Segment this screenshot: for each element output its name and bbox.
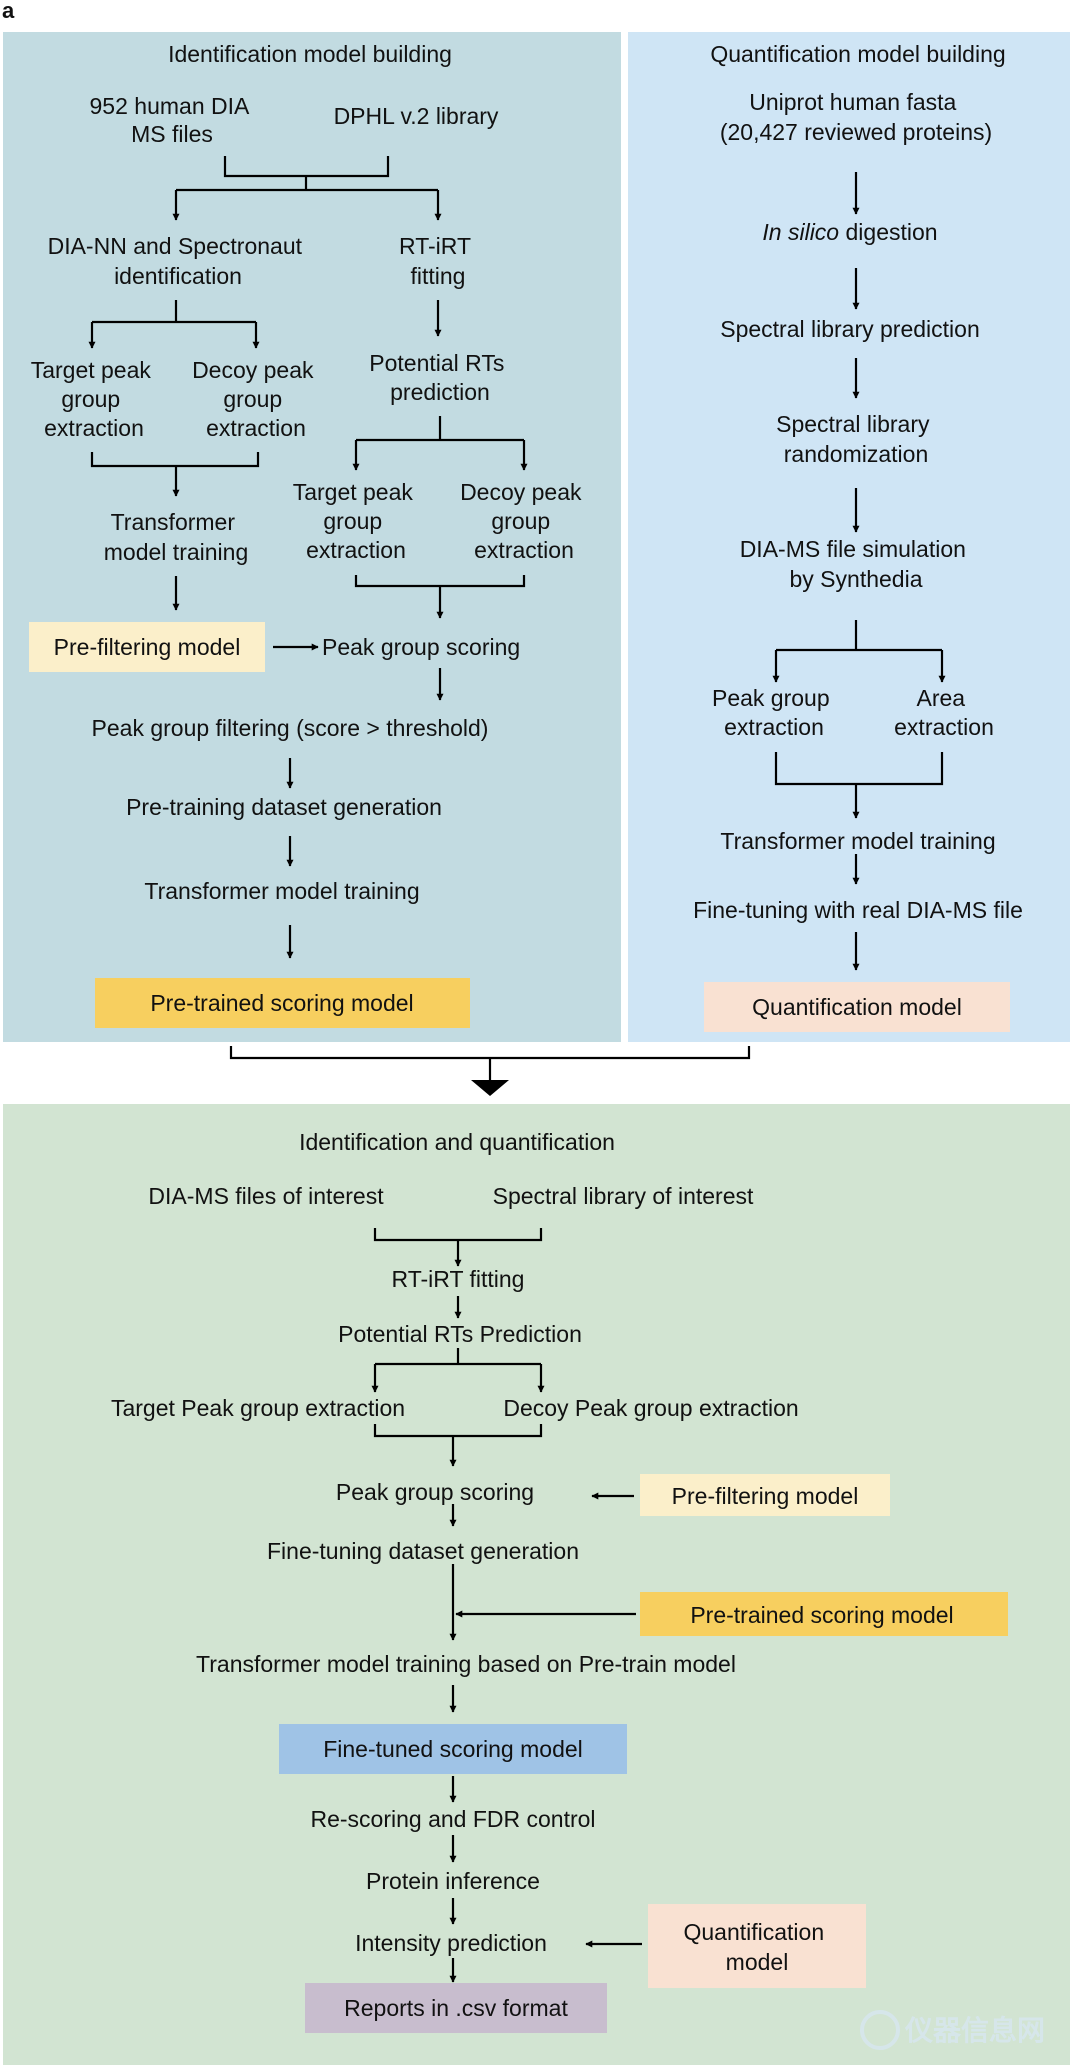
- combined-decoy-label: Decoy Peak group extraction: [503, 1395, 798, 1421]
- finetuned-model-label: Fine-tuned scoring model: [323, 1736, 583, 1762]
- target-right-label: Target peak group extraction: [293, 479, 420, 563]
- combined-title: Identification and quantification: [299, 1129, 615, 1155]
- combined-quant-label: Quantification model: [683, 1919, 830, 1975]
- quant-model-label: Quantification model: [752, 994, 962, 1020]
- pretrain-dataset-label: Pre-training dataset generation: [126, 794, 442, 820]
- combined-panel: [3, 1104, 1070, 2065]
- intensity-label: Intensity prediction: [355, 1930, 547, 1956]
- reports-label: Reports in .csv format: [344, 1995, 568, 2021]
- identification-connectors: [88, 156, 528, 959]
- dia-nn-label: DIA-NN and Spectronaut identification: [48, 233, 309, 289]
- library-of-interest-label: Spectral library of interest: [493, 1183, 754, 1209]
- combined-prefilter-label: Pre-filtering model: [672, 1483, 859, 1509]
- area-extraction-label: Area extraction: [894, 685, 994, 740]
- combined-potential-rts-label: Potential RTs Prediction: [338, 1321, 582, 1347]
- identification-panel: [3, 32, 621, 1042]
- peak-scoring-label: Peak group scoring: [322, 634, 520, 660]
- randomization-label: Spectral library randomization: [776, 411, 936, 467]
- simulation-label: DIA-MS file simulation by Synthedia: [740, 536, 973, 592]
- combined-pretrained-label: Pre-trained scoring model: [690, 1602, 953, 1628]
- combined-pretrained-box: [640, 1592, 1008, 1636]
- potential-rts-label: Potential RTs prediction: [369, 350, 510, 405]
- combined-peak-scoring-label: Peak group scoring: [336, 1479, 534, 1505]
- reports-box: [305, 1983, 607, 2033]
- rescoring-label: Re-scoring and FDR control: [310, 1806, 595, 1832]
- decoy-left-label: Decoy peak group extraction: [192, 357, 320, 441]
- quantification-connectors: [772, 172, 946, 971]
- svg-text:仪器信息网: 仪器信息网: [904, 2014, 1045, 2047]
- combined-quant-box: [648, 1904, 866, 1988]
- finetuned-model-box: [279, 1724, 627, 1774]
- files-of-interest-label: DIA-MS files of interest: [148, 1183, 384, 1209]
- library-prediction-label: Spectral library prediction: [720, 316, 980, 342]
- target-left-label: Target peak group extraction: [31, 357, 158, 441]
- peak-filtering-label: Peak group filtering (score > threshold): [92, 715, 489, 741]
- watermark: 仪器信息网: [860, 2010, 1045, 2050]
- pretrained-model-box: [95, 978, 470, 1028]
- transformer-training-label: Transformer model training: [144, 878, 419, 904]
- quantification-panel: [628, 32, 1070, 1042]
- finetune-dataset-label: Fine-tuning dataset generation: [267, 1538, 579, 1564]
- panel-label: a: [2, 0, 15, 23]
- combined-prefilter-box: [640, 1474, 890, 1516]
- quantification-title: Quantification model building: [710, 41, 1005, 67]
- prefilter-model-box: [29, 622, 265, 672]
- prefilter-model-label: Pre-filtering model: [54, 634, 241, 660]
- digestion-label: In silico digestion: [762, 219, 937, 245]
- rt-fitting-label: RT-iRT fitting: [399, 233, 477, 289]
- combined-target-label: Target Peak group extraction: [111, 1395, 405, 1421]
- peak-extraction-label: Peak group extraction: [712, 685, 836, 740]
- pretrained-model-label: Pre-trained scoring model: [150, 990, 413, 1016]
- identification-title: Identification model building: [168, 41, 452, 67]
- fine-tuning-label: Fine-tuning with real DIA-MS file: [693, 897, 1023, 923]
- input-files-label: 952 human DIA MS files: [90, 93, 255, 147]
- quant-model-box: [704, 982, 1010, 1032]
- combined-rt-fitting-label: RT-iRT fitting: [392, 1266, 525, 1292]
- fasta-label: Uniprot human fasta (20,427 reviewed pro…: [720, 89, 992, 145]
- merge-connector: [229, 1046, 751, 1096]
- combined-transformer-label: Transformer model training based on Pre-…: [196, 1651, 736, 1677]
- decoy-right-label: Decoy peak group extraction: [460, 479, 588, 563]
- protein-inference-label: Protein inference: [366, 1868, 540, 1894]
- transformer-left-label: Transformer model training: [104, 509, 248, 565]
- quant-transformer-label: Transformer model training: [720, 828, 995, 854]
- combined-connectors: [371, 1228, 642, 1983]
- input-library-label: DPHL v.2 library: [334, 103, 499, 129]
